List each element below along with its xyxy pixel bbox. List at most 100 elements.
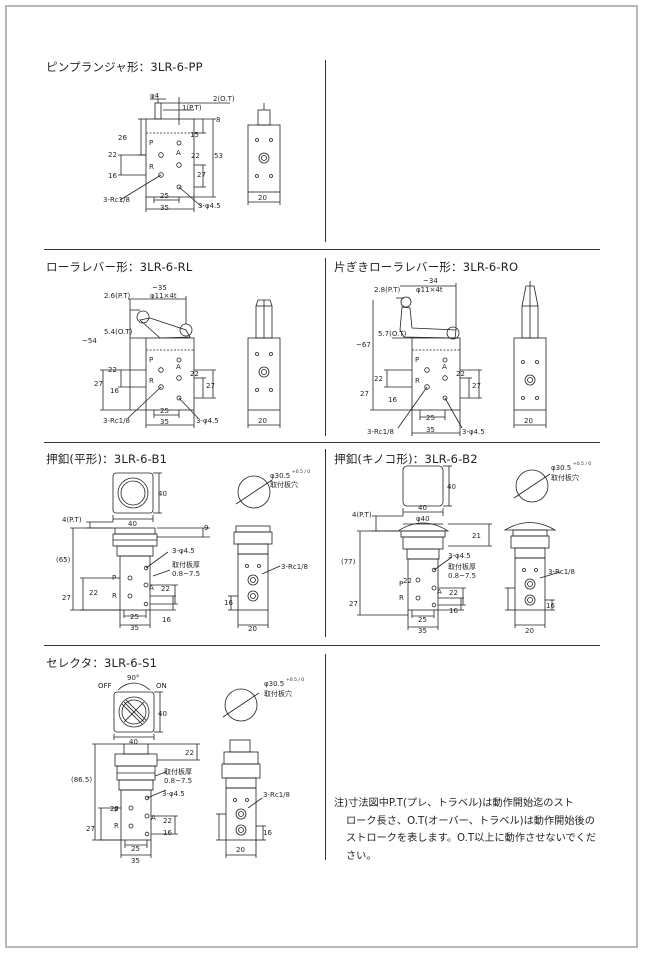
pp-d25: 25 xyxy=(160,192,169,200)
ro-d34: ~34 xyxy=(423,277,438,285)
b1-port-r: R xyxy=(112,592,117,600)
divider-vertical-mid1 xyxy=(325,258,326,436)
b2-panel-hole: φ30.5 xyxy=(551,464,571,472)
rl-d20: 20 xyxy=(258,417,267,425)
ro-d27a: 27 xyxy=(360,390,369,398)
b1-rc: 3-Rc1/8 xyxy=(281,563,308,571)
ro-d16: 16 xyxy=(388,396,397,404)
b2-d27: 27 xyxy=(349,600,358,608)
divider-row-2 xyxy=(44,442,600,443)
ro-port-a: A xyxy=(442,363,447,371)
s1-port-a: A xyxy=(151,814,156,822)
s1-d27: 27 xyxy=(86,825,95,833)
pp-rc: 3-Rc1/8 xyxy=(103,196,130,204)
b1-panel-hole: φ30.5 xyxy=(270,472,290,480)
rl-d54: ~54 xyxy=(82,337,97,345)
pp-hole: 3-φ4.5 xyxy=(198,202,221,210)
b1-pt: 4(P.T) xyxy=(62,516,82,524)
pp-d27: 27 xyxy=(197,171,206,179)
ro-d67: ~67 xyxy=(356,341,371,349)
b1-d25: 25 xyxy=(130,613,139,621)
rl-d35: ~35 xyxy=(152,284,167,292)
b2-rc: 3-Rc1/8 xyxy=(548,568,575,576)
b2-d40a: 40 xyxy=(447,483,456,491)
pp-port-p: P xyxy=(149,139,153,147)
rl-port-r: R xyxy=(149,377,154,385)
section-title-pp: ピンプランジャ形：3LR-6-PP xyxy=(46,60,203,74)
b2-d20: 20 xyxy=(525,627,534,635)
divider-vertical-bottom xyxy=(325,654,326,860)
b1-plate-range: 0.8~7.5 xyxy=(172,570,200,578)
pp-port-r: R xyxy=(149,163,154,171)
b1-d22b: 22 xyxy=(161,585,170,593)
ro-d27b: 27 xyxy=(472,382,481,390)
note-text: 注)寸法図中P.T(プレ、トラベル)は動作開始迄のスト ローク長さ、O.T(オー… xyxy=(334,795,604,865)
s1-port-r: R xyxy=(114,822,119,830)
ro-roller: φ11×4t xyxy=(416,286,443,294)
rl-d27a: 27 xyxy=(94,380,103,388)
b2-d77: (77) xyxy=(341,558,356,566)
page-frame xyxy=(5,5,638,948)
b2-d16b: 16 xyxy=(546,602,555,610)
b2-d25: 25 xyxy=(418,616,427,624)
b2-hole: 3-φ4.5 xyxy=(448,552,471,560)
pp-d22a: 22 xyxy=(108,151,117,159)
b1-d20: 20 xyxy=(248,625,257,633)
ro-d22b: 22 xyxy=(456,370,465,378)
b1-hole: 3-φ4.5 xyxy=(172,547,195,555)
b2-port-r: R xyxy=(399,594,404,602)
b2-pt: 4(P.T) xyxy=(352,511,372,519)
s1-angle: 90° xyxy=(127,674,139,682)
rl-d16: 16 xyxy=(110,387,119,395)
s1-off: OFF xyxy=(98,682,112,690)
b1-d35: 35 xyxy=(130,624,139,632)
ro-port-p: P xyxy=(415,356,419,364)
b2-tol: +0.5 / 0 xyxy=(573,461,591,467)
b2-plate-range: 0.8~7.5 xyxy=(448,572,476,580)
rl-d22b: 22 xyxy=(190,370,199,378)
ro-hole: 3-φ4.5 xyxy=(462,428,485,436)
note-rest: ローク長さ、O.T(オーバー、トラベル)は動作開始後のストロークを表します。O.… xyxy=(346,815,597,862)
ro-d35: 35 xyxy=(426,426,435,434)
divider-vertical-top xyxy=(325,60,326,242)
rl-ot: 5.4(O.T) xyxy=(104,328,133,336)
s1-plate: 取付板厚 xyxy=(164,767,192,776)
s1-d22c: 22 xyxy=(163,817,172,825)
b2-panel-label: 取付板穴 xyxy=(551,473,579,482)
section-title-s1: セレクタ：3LR-6-S1 xyxy=(46,656,158,670)
rl-rc: 3-Rc1/8 xyxy=(103,417,130,425)
b2-d35: 35 xyxy=(418,627,427,635)
b1-d9: 9 xyxy=(204,524,208,532)
ro-port-r: R xyxy=(415,377,420,385)
b1-d40b: 40 xyxy=(128,520,137,528)
rl-d25: 25 xyxy=(160,407,169,415)
s1-d16a: 16 xyxy=(163,829,172,837)
section-title-b2: 押釦(キノコ形)：3LR-6-B2 xyxy=(334,452,478,466)
b1-d27: 27 xyxy=(62,594,71,602)
section-title-b1: 押釦(平形)：3LR-6-B1 xyxy=(46,452,168,466)
rl-port-a: A xyxy=(176,363,181,371)
b1-d16a: 16 xyxy=(162,616,171,624)
rl-pt: 2.6(P.T) xyxy=(104,292,130,300)
ro-ot: 5.7(O.T) xyxy=(378,330,407,338)
note-first-line: 注)寸法図中P.T(プレ、トラベル)は動作開始迄のスト xyxy=(334,798,574,809)
pp-ot: 2(O.T) xyxy=(213,95,235,103)
s1-d25: 25 xyxy=(131,845,140,853)
b1-plate: 取付板厚 xyxy=(172,560,200,569)
b2-d16a: 16 xyxy=(449,607,458,615)
s1-d40b: 40 xyxy=(129,738,138,746)
section-title-ro: 片ぎきローラレバー形：3LR-6-RO xyxy=(334,260,519,274)
pp-d35: 35 xyxy=(160,204,169,212)
pp-d53: 53 xyxy=(214,152,223,160)
s1-plate-range: 0.8~7.5 xyxy=(164,777,192,785)
s1-d35: 35 xyxy=(131,857,140,865)
s1-d86: (86.5) xyxy=(71,776,92,784)
ro-d20: 20 xyxy=(524,417,533,425)
pp-d26: 26 xyxy=(118,134,127,142)
b1-d65: (65) xyxy=(56,556,71,564)
b1-port-p: P xyxy=(112,574,116,582)
rl-d22a: 22 xyxy=(108,366,117,374)
b1-panel-label: 取付板穴 xyxy=(270,480,298,489)
b1-port-a: A xyxy=(149,584,154,592)
b1-d16b: 16 xyxy=(224,599,233,607)
